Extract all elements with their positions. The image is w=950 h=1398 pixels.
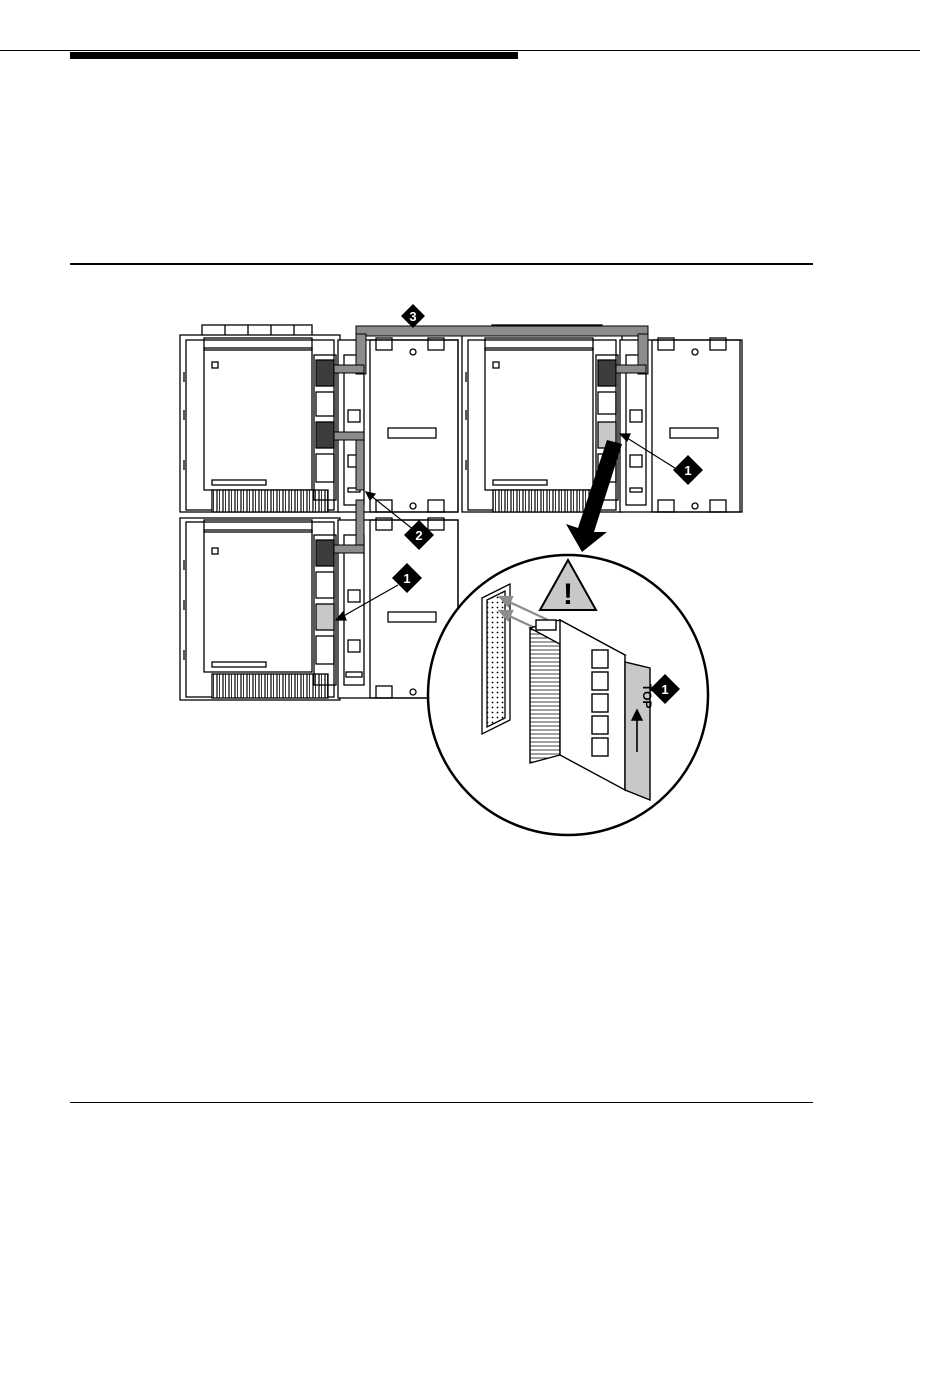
cabinet-lower-left bbox=[180, 518, 340, 700]
svg-text:2: 2 bbox=[415, 528, 422, 543]
svg-text:1: 1 bbox=[661, 682, 668, 697]
callout-3: 3 bbox=[401, 304, 425, 328]
cabinet-upper-left bbox=[180, 325, 340, 512]
svg-text:1: 1 bbox=[684, 463, 691, 478]
backplane-connector bbox=[482, 584, 510, 734]
caution-symbol: ! bbox=[563, 578, 573, 611]
svg-text:1: 1 bbox=[403, 571, 410, 586]
svg-text:3: 3 bbox=[409, 309, 416, 324]
